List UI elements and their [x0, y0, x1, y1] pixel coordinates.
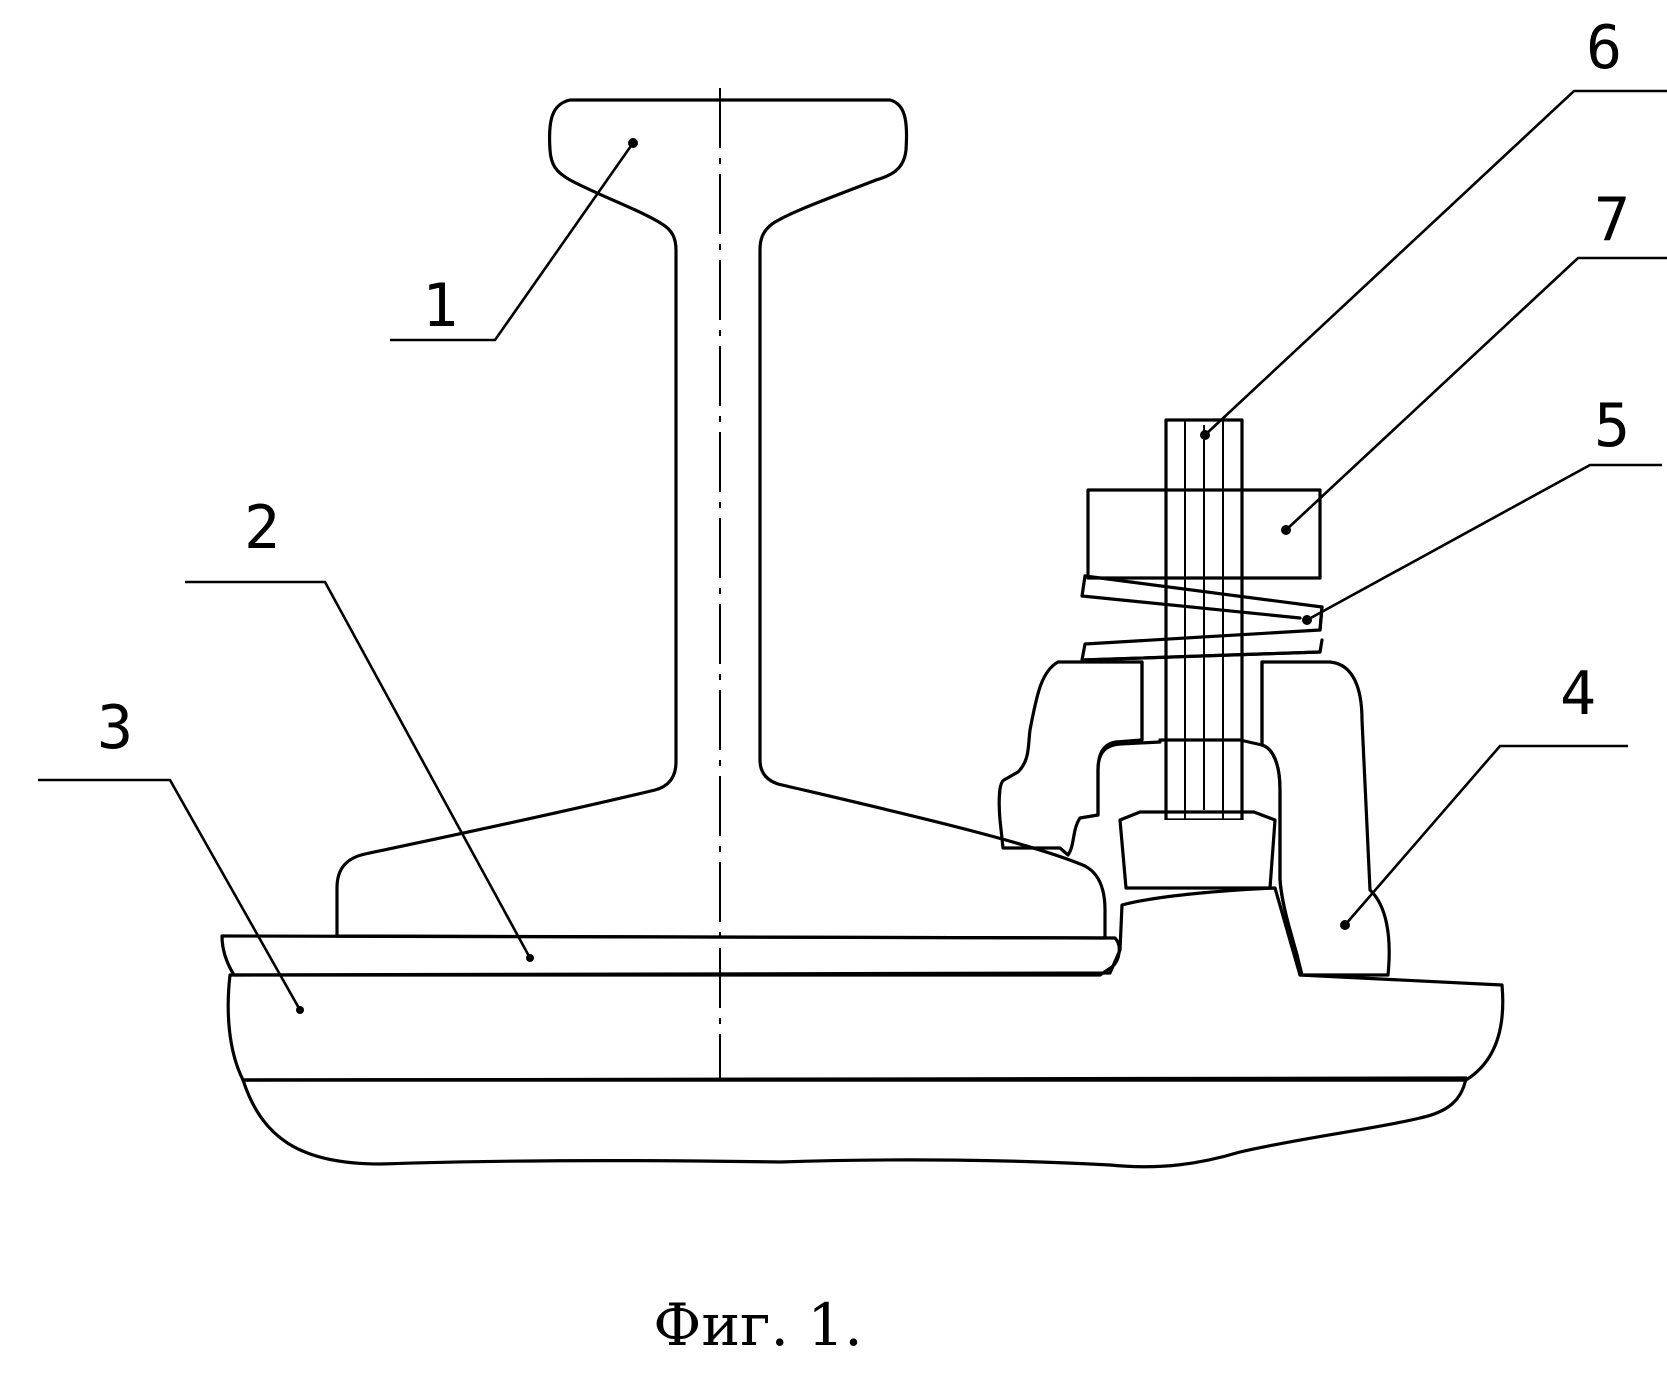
callout-6: 6: [1586, 13, 1622, 83]
callout-7: 7: [1594, 185, 1630, 255]
rail-1: [337, 88, 1105, 1080]
elastic-pad-2: [222, 936, 1119, 975]
callout-1: 1: [422, 271, 458, 341]
leader-lines: [38, 91, 1667, 1014]
callout-3: 3: [97, 693, 133, 763]
spring-5: [1082, 576, 1322, 660]
base-plate-3: [228, 888, 1503, 1080]
callout-labels: 1 2 3 4 5 6 7: [97, 13, 1630, 763]
callout-5: 5: [1594, 391, 1630, 461]
callout-4: 4: [1560, 659, 1596, 729]
foundation-layer: [243, 1078, 1466, 1167]
figure-caption: Фиг. 1.: [653, 1291, 862, 1359]
callout-2: 2: [244, 493, 280, 563]
